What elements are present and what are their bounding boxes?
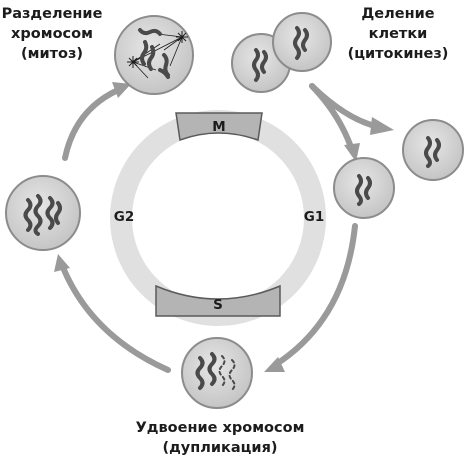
arrow-s-to-g2-phase: [59, 262, 171, 373]
daughter-cell-top: [402, 119, 464, 181]
chromosomes: [252, 26, 309, 82]
daughter-cell-bottom: [333, 157, 395, 219]
s-phase-box: [155, 284, 281, 317]
arrow-g2-to-mitosis: [62, 87, 121, 161]
spindle-fibers: [132, 33, 183, 79]
cytokinesis-label-line3: (цитокинез): [347, 46, 449, 62]
cytokinesis-label-line1: Деление: [361, 6, 435, 22]
dividing-cells: [231, 12, 332, 93]
arrow-head-top-right: [370, 117, 394, 135]
arrow-head-to-g2: [54, 254, 70, 272]
duplication-cell: [181, 337, 253, 409]
duplication-label: Удвоение хромосом (дупликация): [110, 418, 330, 458]
m-phase-label: M: [212, 119, 225, 135]
mitosis-label-line1: Разделение: [1, 6, 103, 22]
arrow-heads: [54, 82, 394, 372]
cytokinesis-label: Деление клетки (цитокинез): [336, 4, 460, 64]
mitosis-cell: [114, 15, 194, 95]
interphase-ring: [110, 110, 326, 326]
arrow-cytokinesis-to-cell-bottom: [309, 83, 355, 153]
chromosomes: [138, 28, 170, 79]
mitosis-label-line2: хромосом: [11, 26, 93, 42]
m-phase-box: [175, 112, 263, 142]
duplication-label-line1: Удвоение хромосом: [135, 420, 305, 436]
g2-phase-label: G2: [114, 209, 134, 225]
centrosome-right: [176, 31, 188, 43]
arrow-head-to-s: [264, 357, 285, 372]
g2-cell: [5, 175, 81, 251]
arrow-head-to-mitosis: [112, 82, 131, 98]
cytokinesis-label-line2: клетки: [368, 26, 428, 42]
mitosis-label: Разделение хромосом (митоз): [0, 4, 104, 64]
s-phase-label: S: [213, 297, 223, 313]
cycle-arrows: [59, 83, 378, 373]
centrosome-left: [127, 56, 139, 68]
g1-phase-label: G1: [304, 209, 324, 225]
arrow-g1-to-s-phase: [272, 223, 358, 368]
duplication-label-line2: (дупликация): [162, 440, 278, 456]
arrow-head-bottom-right: [344, 143, 360, 162]
mitosis-label-line3: (митоз): [20, 46, 84, 62]
